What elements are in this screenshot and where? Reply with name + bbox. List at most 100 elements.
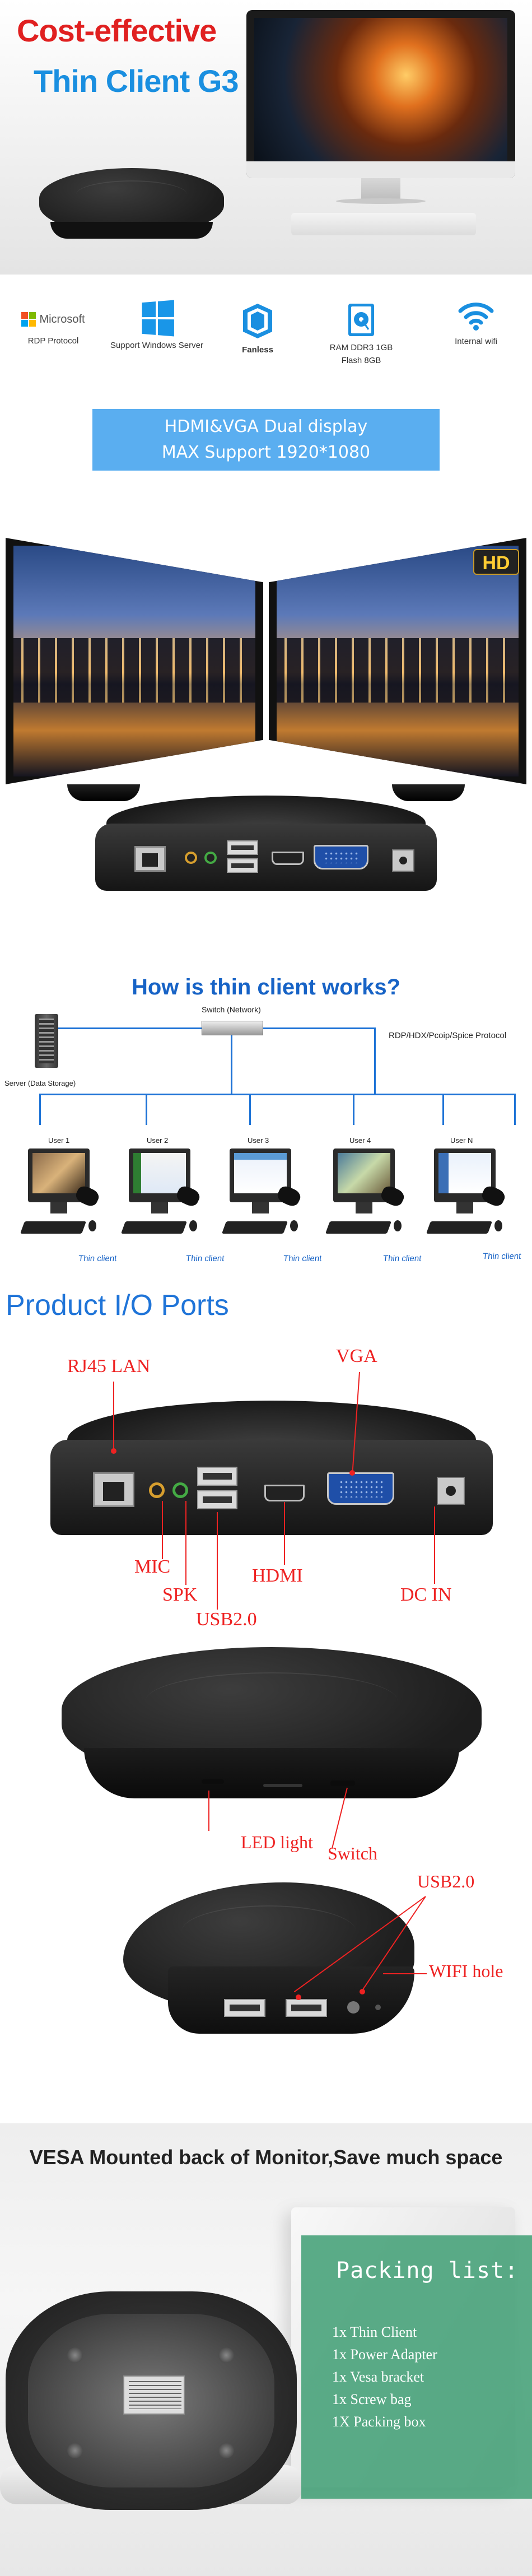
thin-client-label: Thin client — [185, 1254, 225, 1263]
network-line — [374, 1027, 376, 1095]
user-label: User 1 — [48, 1136, 70, 1145]
network-line — [39, 1094, 41, 1125]
feature-label: Fanless — [242, 345, 273, 355]
right-monitor-stand — [392, 784, 465, 801]
protocol-label: RDP/HDX/Pcoip/Spice Protocol — [389, 1031, 507, 1040]
device-front-image — [62, 1647, 482, 1815]
leader-dot — [360, 1989, 365, 1994]
network-line — [442, 1094, 444, 1125]
user-label: User 2 — [147, 1136, 169, 1145]
io-title: Product I/O Ports — [6, 1289, 229, 1322]
packing-item: 1x Screw bag — [332, 2391, 412, 2407]
callout-led: LED light — [241, 1832, 313, 1852]
keyboard-image — [291, 213, 476, 235]
device-label-sticker — [123, 2375, 185, 2415]
packing-title: Packing list: — [336, 2258, 519, 2284]
banner-line2: MAX Support 1920*1080 — [161, 443, 371, 462]
hd-badge: HD — [473, 549, 519, 575]
feature-label: Internal wifi — [455, 337, 497, 346]
workstation-icon — [20, 1148, 101, 1255]
dual-display-section: HD — [0, 521, 532, 924]
callout-mic: MIC — [134, 1556, 171, 1577]
callout-wifi: WIFI hole — [429, 1961, 503, 1981]
packing-item: 1X Packing box — [332, 2414, 426, 2430]
hero-device-image — [39, 168, 224, 247]
feature-label: RDP Protocol — [27, 336, 79, 346]
screw-hole — [67, 2347, 83, 2363]
leader-line — [162, 1501, 163, 1559]
user-label: User N — [450, 1136, 473, 1145]
screw-hole — [218, 2443, 234, 2458]
packing-item: 1x Power Adapter — [332, 2346, 437, 2363]
user-label: User 3 — [248, 1136, 269, 1145]
network-line — [39, 1094, 515, 1095]
network-line — [353, 1094, 354, 1125]
feature-label-secondary: Flash 8GB — [341, 356, 381, 365]
power-switch[interactable] — [330, 1780, 355, 1786]
callout-usb-side: USB2.0 — [417, 1871, 475, 1891]
switch-label: Switch (Network) — [202, 1005, 261, 1014]
callout-dcin: DC IN — [400, 1584, 452, 1605]
feature-wifi: Internal wifi — [437, 300, 515, 346]
callout-hdmi: HDMI — [252, 1565, 303, 1586]
right-monitor-image — [269, 538, 526, 784]
windows-logo-icon — [142, 300, 174, 337]
hero-title-line1: Cost-effective — [17, 13, 217, 48]
vesa-section: VESA Mounted back of Monitor,Save much s… — [0, 2123, 532, 2576]
features-section: Microsoft RDP Protocol Support Windows S… — [0, 275, 532, 403]
dual-display-banner: HDMI&VGA Dual display MAX Support 1920*1… — [92, 409, 440, 471]
wifi-icon — [458, 300, 494, 331]
network-line — [231, 1035, 232, 1094]
device-underside-image — [6, 2291, 297, 2510]
network-line — [249, 1094, 251, 1125]
network-switch-icon — [202, 1021, 263, 1035]
user-label: User 4 — [349, 1136, 371, 1145]
led-indicator — [202, 1779, 224, 1784]
leader-line — [217, 1512, 218, 1610]
workstation-icon — [325, 1148, 407, 1255]
leader-line — [434, 1506, 435, 1584]
how-title: How is thin client works? — [131, 975, 401, 999]
packing-item: 1x Vesa bracket — [332, 2369, 424, 2385]
workstation-icon — [426, 1148, 507, 1255]
feature-fanless: Fanless — [227, 303, 288, 355]
hero-section: Cost-effective Thin Client G3 — [0, 0, 532, 275]
server-icon — [35, 1014, 58, 1068]
hard-drive-icon — [347, 303, 375, 337]
thin-client-label: Thin client — [382, 1254, 422, 1263]
feature-windows-server: Support Windows Server — [101, 300, 213, 350]
wifi-hole — [375, 2005, 381, 2010]
vesa-title: VESA Mounted back of Monitor,Save much s… — [29, 2146, 503, 2169]
banner-line1: HDMI&VGA Dual display — [164, 417, 368, 436]
network-line — [514, 1094, 516, 1125]
leader-line — [383, 1973, 427, 1974]
hero-monitor-image — [246, 10, 515, 204]
screw-hole — [218, 2347, 234, 2363]
device-back-io-image — [50, 1401, 493, 1546]
leader-line — [185, 1501, 186, 1585]
fan-icon — [242, 303, 273, 340]
server-label: Server (Data Storage) — [4, 1079, 76, 1087]
leader-dot — [296, 1994, 301, 2000]
packing-list-panel: Packing list: 1x Thin Client 1x Power Ad… — [301, 2235, 532, 2499]
feature-rdp: Microsoft RDP Protocol — [17, 308, 90, 346]
feature-label: Support Windows Server — [110, 341, 203, 350]
network-line — [58, 1027, 202, 1029]
left-monitor-stand — [67, 784, 140, 801]
callout-switch: Switch — [328, 1843, 377, 1863]
feature-label: RAM DDR3 1GB — [329, 343, 393, 352]
leader-line — [284, 1502, 285, 1565]
callout-usb: USB2.0 — [196, 1609, 257, 1630]
hero-title-line2: Thin Client G3 — [34, 63, 239, 99]
device-side-image — [123, 1882, 414, 2045]
packing-item: 1x Thin Client — [332, 2324, 417, 2340]
feature-memory: RAM DDR3 1GB Flash 8GB — [322, 303, 400, 365]
device-back-image — [95, 796, 437, 896]
leader-dot — [111, 1448, 116, 1454]
network-line — [146, 1094, 147, 1125]
thin-client-label: Thin client — [482, 1252, 522, 1261]
left-monitor-image — [6, 538, 263, 784]
microsoft-logo-text: Microsoft — [39, 313, 85, 326]
thin-client-label: Thin client — [283, 1254, 323, 1263]
